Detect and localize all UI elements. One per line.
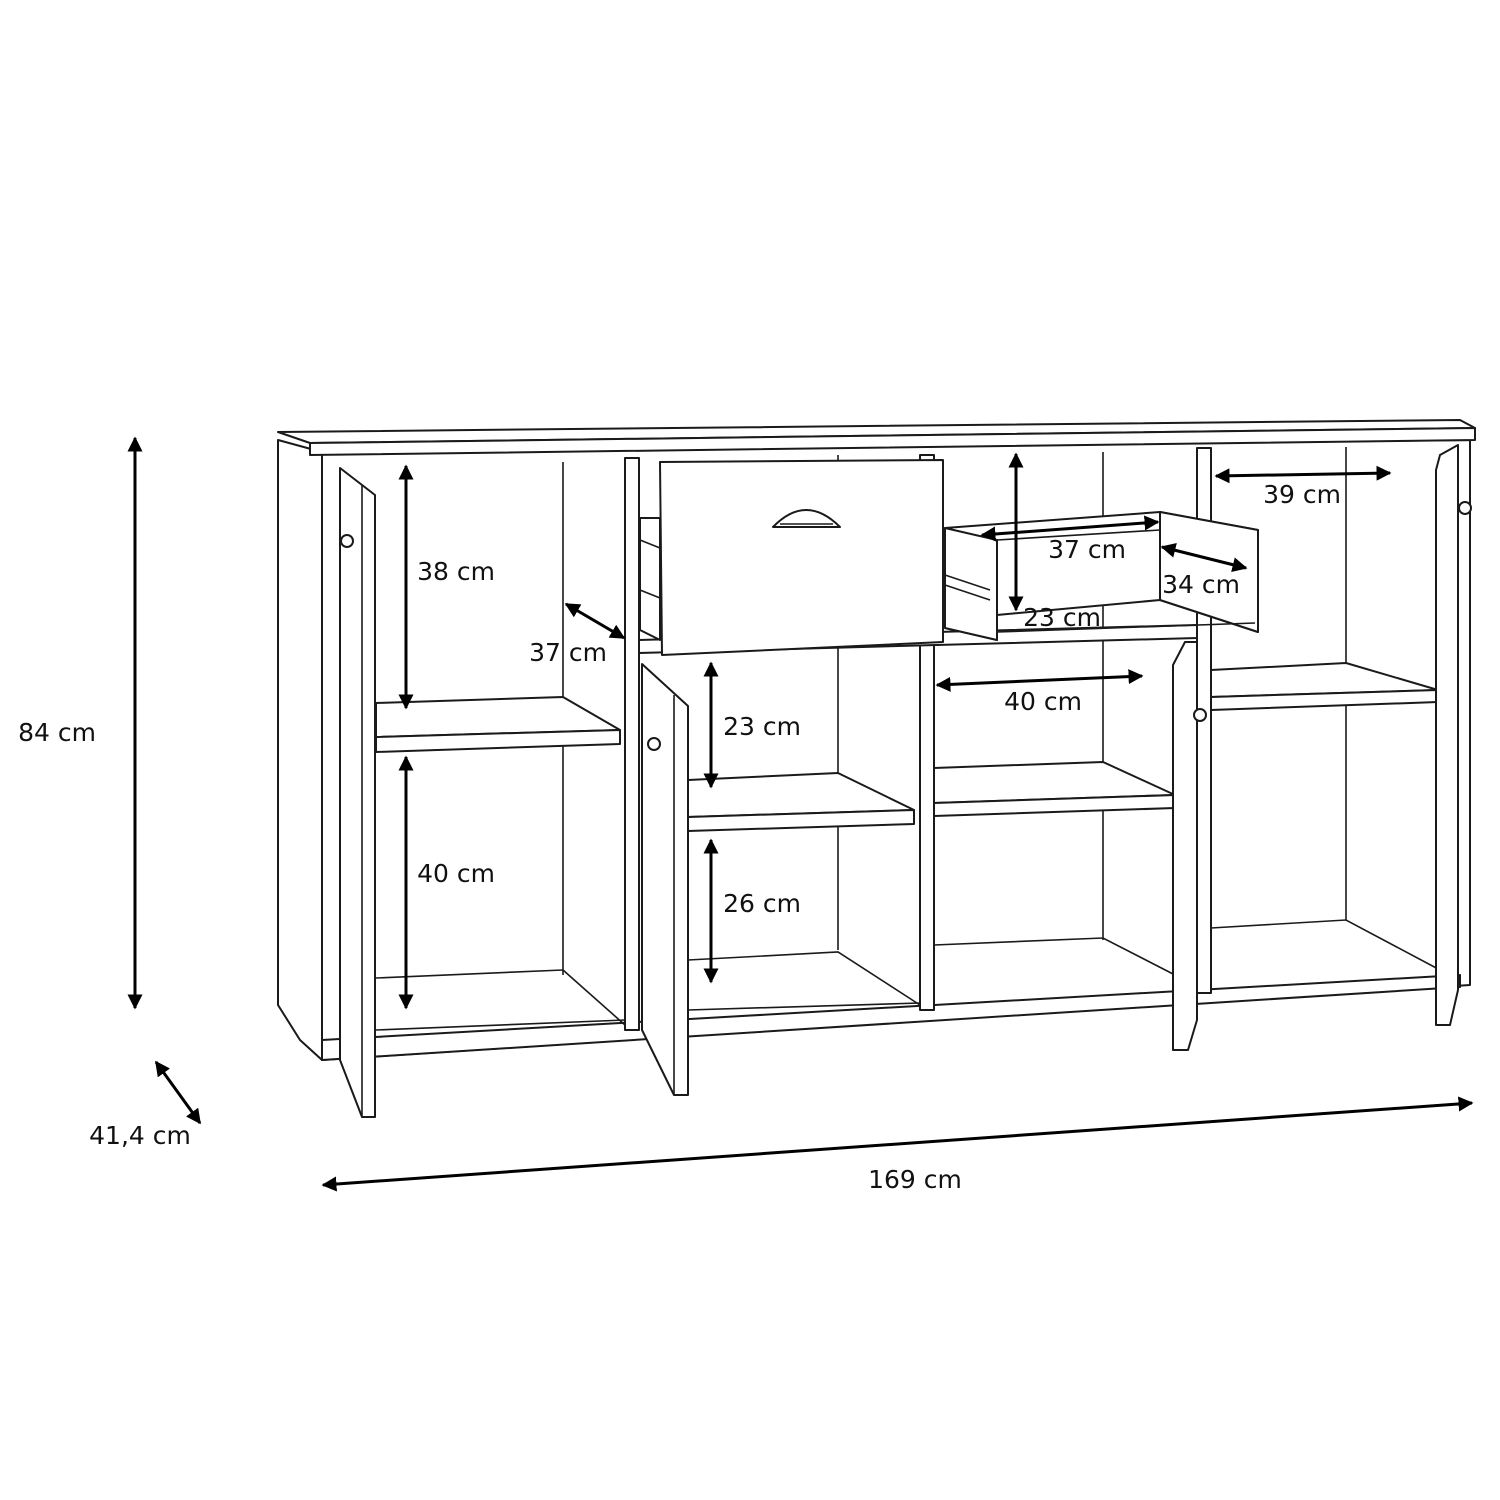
drawer-width-arrow — [980, 515, 1160, 542]
knob-icon — [1193, 708, 1207, 722]
middle-width-arrow — [935, 669, 1144, 692]
dimension-labels: 84 cm 41,4 cm 169 cm 38 cm 40 cm 37 cm 2… — [18, 480, 1341, 1194]
knob-icon — [1458, 501, 1472, 515]
drawer-left-closed — [639, 459, 944, 656]
inner-depth-arrow — [564, 602, 626, 640]
right-width-arrow — [1214, 465, 1392, 484]
door-4 — [1435, 444, 1459, 1026]
drawer-height-label: 23 cm — [1023, 603, 1101, 632]
left-lower-label: 40 cm — [417, 859, 495, 888]
middle-upper-label: 23 cm — [723, 712, 801, 741]
drawer-width-label: 37 cm — [1048, 535, 1126, 564]
inner-depth-label: 37 cm — [529, 638, 607, 667]
door-1 — [339, 467, 376, 1118]
knob-icon — [647, 737, 661, 751]
door-3 — [1172, 641, 1198, 1051]
top-front-edge — [309, 427, 1476, 456]
width-arrow — [321, 1096, 1474, 1192]
door-2 — [641, 663, 689, 1096]
height-label: 84 cm — [18, 718, 96, 747]
drawer-front — [659, 459, 944, 656]
divider-1 — [624, 457, 640, 1031]
dimension-arrows — [127, 436, 1474, 1192]
knob-icon — [340, 534, 354, 548]
cup-handle-icon — [772, 509, 841, 528]
width-label: 169 cm — [868, 1165, 962, 1194]
middle-lower-label: 26 cm — [723, 889, 801, 918]
depth-arrow — [154, 1060, 202, 1125]
middle-width-label: 40 cm — [1004, 687, 1082, 716]
drawer-depth-label: 34 cm — [1162, 570, 1240, 599]
right-width-label: 39 cm — [1263, 480, 1341, 509]
depth-label: 41,4 cm — [89, 1121, 191, 1150]
drawer-depth-arrow — [1160, 542, 1248, 573]
left-upper-label: 38 cm — [417, 557, 495, 586]
doors — [339, 444, 1472, 1118]
